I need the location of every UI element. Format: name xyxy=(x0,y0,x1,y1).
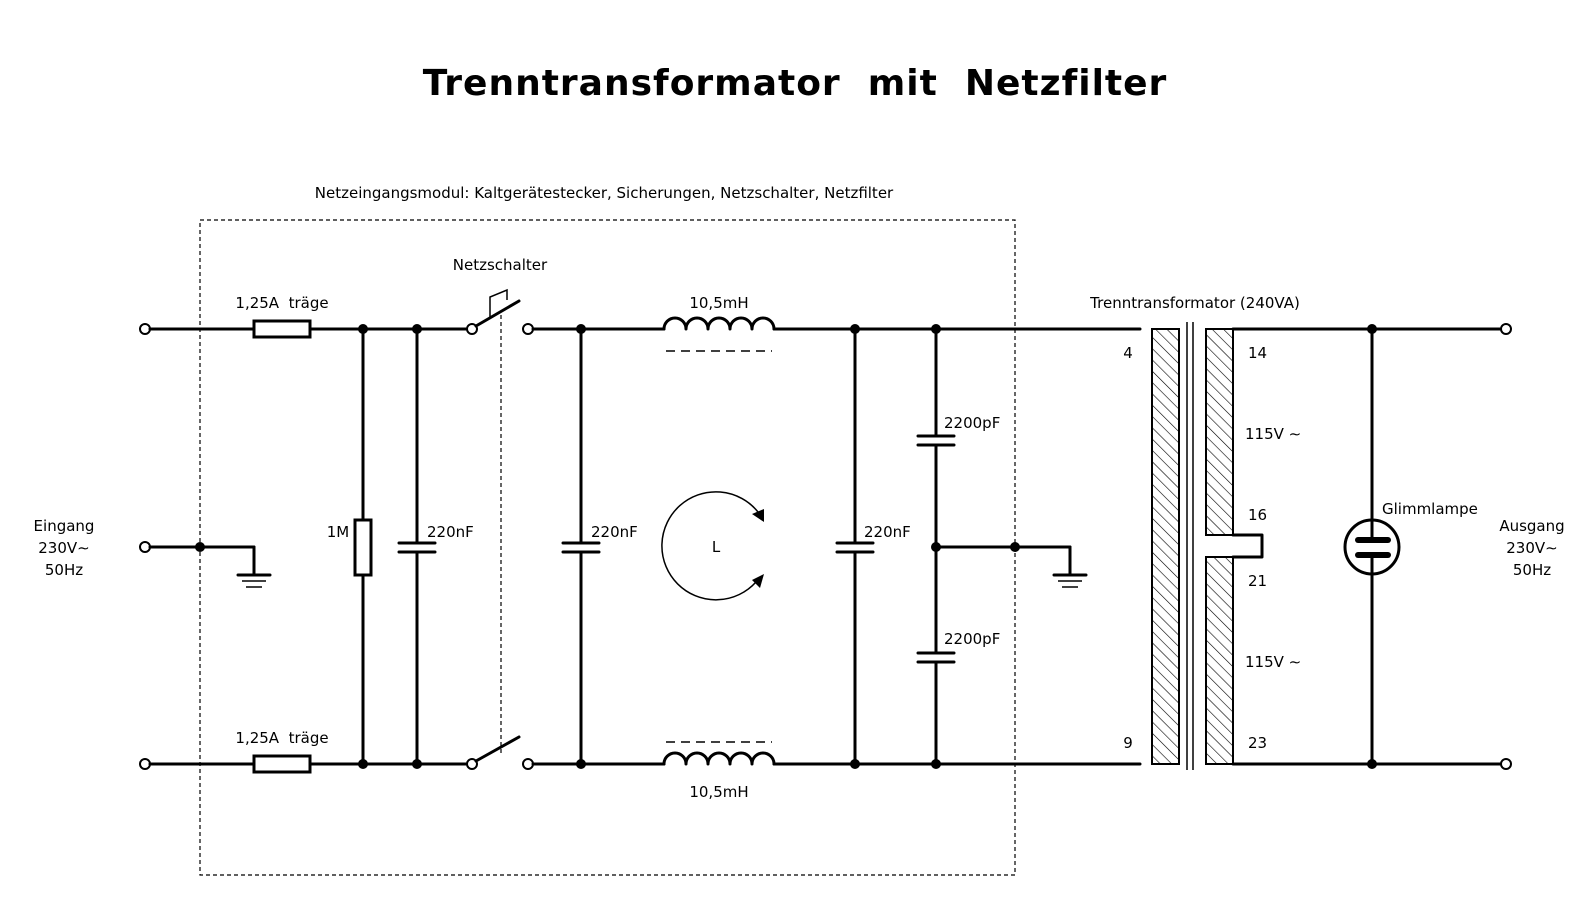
cap-y-bottom-label: 2200pF xyxy=(944,630,1000,648)
choke-top-label: 10,5mH xyxy=(689,294,748,312)
junction-cy-top xyxy=(931,324,941,334)
winding-bottom-voltage: 115V ∼ xyxy=(1245,653,1301,671)
junction-cy-bottom xyxy=(931,759,941,769)
secondary-center-tap xyxy=(1231,533,1264,559)
junction-r-top xyxy=(358,324,368,334)
junction-cx1-bottom xyxy=(412,759,422,769)
resistor-label: 1M xyxy=(327,523,350,541)
fuse-top-label: 1,25A träge xyxy=(235,294,328,312)
glow-lamp-label: Glimmlampe xyxy=(1382,500,1478,518)
output-label-line2: 230V∼ xyxy=(1506,539,1557,557)
cap-y-top-label: 2200pF xyxy=(944,414,1000,432)
junction-cx3-top xyxy=(850,324,860,334)
pin-16: 16 xyxy=(1248,506,1267,524)
input-label-line2: 230V∼ xyxy=(38,539,89,557)
pin-21: 21 xyxy=(1248,572,1267,590)
pin-23: 23 xyxy=(1248,734,1267,752)
output-label-line3: 50Hz xyxy=(1513,561,1551,579)
choke-bottom xyxy=(662,751,776,766)
switch-bottom-contact-a xyxy=(466,758,478,770)
junction-cx1-top xyxy=(412,324,422,334)
output-terminal-bottom xyxy=(1500,758,1512,770)
fuse-top xyxy=(252,319,312,339)
junction-r-bottom xyxy=(358,759,368,769)
switch-bottom-blade xyxy=(474,735,521,763)
pin-4: 4 xyxy=(1123,344,1133,362)
loop-arrowhead-top xyxy=(752,509,764,522)
winding-top-voltage: 115V ∼ xyxy=(1245,425,1301,443)
transformer-secondary-lower xyxy=(1205,556,1234,765)
output-label-line1: Ausgang xyxy=(1499,517,1564,535)
diagram-title: Trenntransformator mit Netzfilter xyxy=(423,63,1168,104)
cap-x2-label: 220nF xyxy=(591,523,638,541)
resistor-1m xyxy=(353,518,373,577)
loop-arrow xyxy=(661,491,759,601)
choke-top xyxy=(662,316,776,331)
module-label: Netzeingangsmodul: Kaltgerätestecker, Si… xyxy=(315,184,894,202)
loop-label: L xyxy=(712,538,721,556)
cap-x1-label: 220nF xyxy=(427,523,474,541)
transformer-secondary-upper xyxy=(1205,328,1234,536)
junction-cx2-bottom xyxy=(576,759,586,769)
choke-bottom-label: 10,5mH xyxy=(689,783,748,801)
junction-input-ground xyxy=(195,542,205,552)
pin-14: 14 xyxy=(1248,344,1267,362)
junction-cx2-top xyxy=(576,324,586,334)
junction-filter-ground xyxy=(1010,542,1020,552)
transformer-label: Trenntransformator (240VA) xyxy=(1089,294,1300,312)
cap-x3-label: 220nF xyxy=(864,523,911,541)
output-terminal-top xyxy=(1500,323,1512,335)
input-label-line1: Eingang xyxy=(34,517,95,535)
fuse-bottom xyxy=(252,754,312,774)
loop-arrowhead-bottom xyxy=(752,574,764,588)
pin-9: 9 xyxy=(1123,734,1133,752)
switch-actuator xyxy=(489,288,508,318)
input-module-box xyxy=(199,219,1016,876)
transformer-primary-winding xyxy=(1151,328,1180,765)
switch-top-contact-a xyxy=(466,323,478,335)
fuse-bottom-label: 1,25A träge xyxy=(235,729,328,747)
junction-cx3-bottom xyxy=(850,759,860,769)
input-label-line3: 50Hz xyxy=(45,561,83,579)
switch-top-blade xyxy=(474,299,521,328)
switch-label: Netzschalter xyxy=(453,256,548,274)
